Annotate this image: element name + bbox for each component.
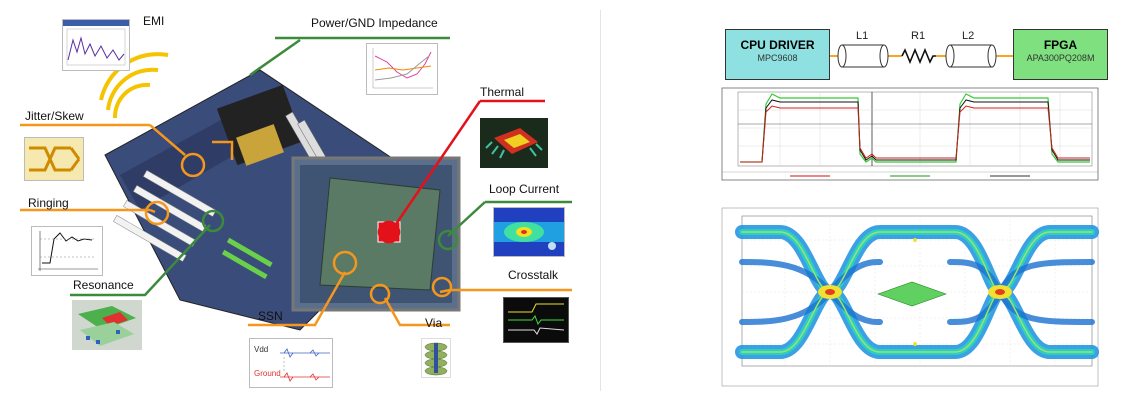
- l2-label: L2: [962, 30, 975, 42]
- via-thumbnail: [421, 338, 451, 378]
- ssn-label: SSN: [258, 309, 283, 323]
- motherboard-illustration: [20, 36, 572, 331]
- emi-label: EMI: [143, 14, 165, 28]
- resonance-leader: [70, 224, 211, 297]
- thermal-label: Thermal: [480, 85, 525, 99]
- crosstalk-thumbnail: [503, 297, 569, 343]
- crosstalk-label: Crosstalk: [508, 268, 559, 282]
- waveform-plot: [721, 87, 1099, 181]
- ssn-marker: [332, 250, 358, 276]
- cpu-socket: [216, 84, 304, 166]
- heatsink: [236, 124, 284, 166]
- ssn-vdd-label: Vdd: [254, 345, 269, 354]
- l2-inductor: [945, 44, 997, 68]
- emi-thumbnail: [62, 19, 130, 71]
- via-label: Via: [425, 316, 443, 330]
- r1-label: R1: [911, 30, 926, 42]
- resonance-label: Resonance: [73, 278, 134, 292]
- eye-diagram: [721, 207, 1099, 387]
- resonance-marker: [201, 209, 225, 233]
- cpu-driver-title: CPU DRIVER: [740, 38, 815, 52]
- agp-slots: [221, 237, 273, 280]
- loop-current-label: Loop Current: [489, 182, 560, 196]
- cpu-driver-block: CPU DRIVER MPC9608: [725, 29, 830, 80]
- r1-resistor: [901, 47, 936, 65]
- ringing-thumbnail: [31, 226, 103, 276]
- jitter-label: Jitter/Skew: [25, 109, 84, 123]
- ssn-thumbnail: Vdd Ground: [249, 338, 333, 388]
- eye-mask: [877, 281, 947, 307]
- power-gnd-label: Power/GND Impedance: [311, 16, 438, 30]
- loop-current-thumbnail: [493, 207, 565, 257]
- resonance-thumbnail: [72, 300, 142, 350]
- via-leader: [383, 297, 450, 327]
- simulation-results: CPU DRIVER MPC9608 FPGA APA300PQ208M: [700, 0, 1124, 401]
- ringing-label: Ringing: [28, 196, 69, 210]
- ringing-marker: [144, 200, 170, 226]
- thermal-thumbnail: [480, 118, 548, 168]
- fpga-title: FPGA: [1043, 38, 1078, 52]
- l1-label: L1: [856, 30, 869, 42]
- panel-divider: [600, 10, 601, 391]
- ssn-leader: [248, 271, 347, 327]
- via-marker: [369, 283, 391, 305]
- jitter-leader: [212, 140, 234, 160]
- loop-current-marker: [437, 229, 459, 251]
- si-analysis-overview: EMI Power/GND Impedance Jitter/Skew Ther…: [20, 14, 572, 388]
- thermal-marker: [377, 220, 401, 244]
- crosstalk-marker: [431, 276, 453, 298]
- power-gnd-thumbnail: [366, 43, 438, 95]
- cpu-driver-part: MPC9608: [757, 53, 798, 63]
- jitter-marker: [180, 152, 206, 178]
- jitter-thumbnail: [24, 137, 84, 181]
- l1-inductor: [837, 44, 889, 68]
- ssn-ground-label: Ground: [254, 369, 281, 378]
- fpga-block: FPGA APA300PQ208M: [1013, 29, 1108, 80]
- fpga-part: APA300PQ208M: [1026, 53, 1095, 63]
